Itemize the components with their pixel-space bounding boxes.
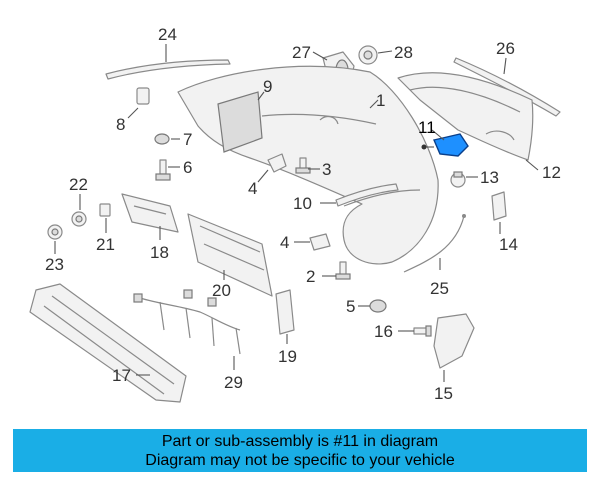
part-20-absorber <box>187 213 273 297</box>
callout-7: 7 <box>183 130 192 149</box>
part-2-bolt <box>335 261 351 280</box>
callout-20: 20 <box>212 281 231 300</box>
callout-19: 19 <box>278 347 297 366</box>
banner-line-1: Part or sub-assembly is #11 in diagram <box>161 432 439 450</box>
part-28-grommet <box>358 45 378 65</box>
part-18-bracket <box>121 193 179 233</box>
part-6-bolt <box>155 159 171 181</box>
callout-10: 10 <box>293 194 312 213</box>
callout-14: 14 <box>499 235 518 254</box>
callout-8: 8 <box>116 115 125 134</box>
callout-29: 29 <box>224 373 243 392</box>
callout-labels: 24 27 28 26 9 1 8 7 11 6 3 12 13 22 4 10… <box>45 25 561 403</box>
part-22-grommet <box>71 211 87 227</box>
info-banner: Part or sub-assembly is #11 in diagram D… <box>13 429 587 472</box>
callout-21: 21 <box>96 235 115 254</box>
part-10-reflector-strip <box>335 183 399 207</box>
banner-line-2: Diagram may not be specific to your vehi… <box>145 451 455 469</box>
part-5-nut <box>369 299 387 313</box>
part-4-bracket-upper <box>267 153 287 173</box>
callout-26: 26 <box>496 39 515 58</box>
part-8-clip <box>136 87 150 105</box>
callout-18: 18 <box>150 243 169 262</box>
callout-24: 24 <box>158 25 177 44</box>
callout-1: 1 <box>376 91 385 110</box>
callout-6: 6 <box>183 158 192 177</box>
part-25-strip <box>403 214 466 273</box>
callout-4a: 4 <box>248 179 257 198</box>
callout-27: 27 <box>292 43 311 62</box>
callout-13: 13 <box>480 168 499 187</box>
part-13-clip <box>450 171 466 188</box>
callout-25: 25 <box>430 279 449 298</box>
callout-28: 28 <box>394 43 413 62</box>
part-3-bolt <box>295 157 311 174</box>
callout-16: 16 <box>374 322 393 341</box>
part-24-trim-strip <box>105 59 231 80</box>
callout-4b: 4 <box>280 233 289 252</box>
callout-22: 22 <box>69 175 88 194</box>
callout-17: 17 <box>112 366 131 385</box>
part-4-bracket-lower <box>309 233 331 251</box>
part-14-bracket <box>491 191 507 221</box>
part-26-strip <box>453 57 561 117</box>
callout-12: 12 <box>542 163 561 182</box>
callout-15: 15 <box>434 384 453 403</box>
callout-3: 3 <box>322 160 331 179</box>
callout-11: 11 <box>418 118 436 137</box>
part-11-highlighted <box>421 133 469 157</box>
part-7-nut <box>154 133 170 145</box>
part-16-screw <box>413 325 432 337</box>
part-15-splash-shield <box>433 313 475 369</box>
part-19-sensor-bracket <box>275 289 295 335</box>
callout-2: 2 <box>306 267 315 286</box>
parts-diagram: 24 27 28 26 9 1 8 7 11 6 3 12 13 22 4 10… <box>29 25 561 403</box>
callout-5: 5 <box>346 297 355 316</box>
callout-9: 9 <box>263 77 272 96</box>
part-21-clip <box>99 203 111 217</box>
part-12-diffuser <box>397 72 534 161</box>
part-23-grommet <box>47 224 63 240</box>
callout-23: 23 <box>45 255 64 274</box>
part-17-reinforcement-beam <box>29 283 187 403</box>
part-29-wiring-harness <box>133 289 241 355</box>
